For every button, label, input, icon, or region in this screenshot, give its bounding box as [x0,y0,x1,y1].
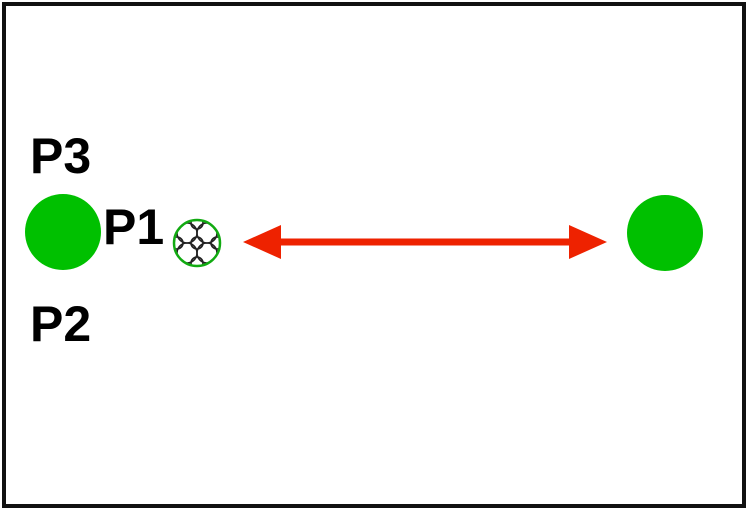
player-left-marker [25,194,101,270]
label-p1: P1 [103,199,164,255]
double-headed-arrow-icon [243,225,607,259]
player-right-marker [627,195,703,271]
soccer-ball-icon [172,218,222,268]
label-p3: P3 [30,128,91,184]
label-p2: P2 [30,296,91,352]
